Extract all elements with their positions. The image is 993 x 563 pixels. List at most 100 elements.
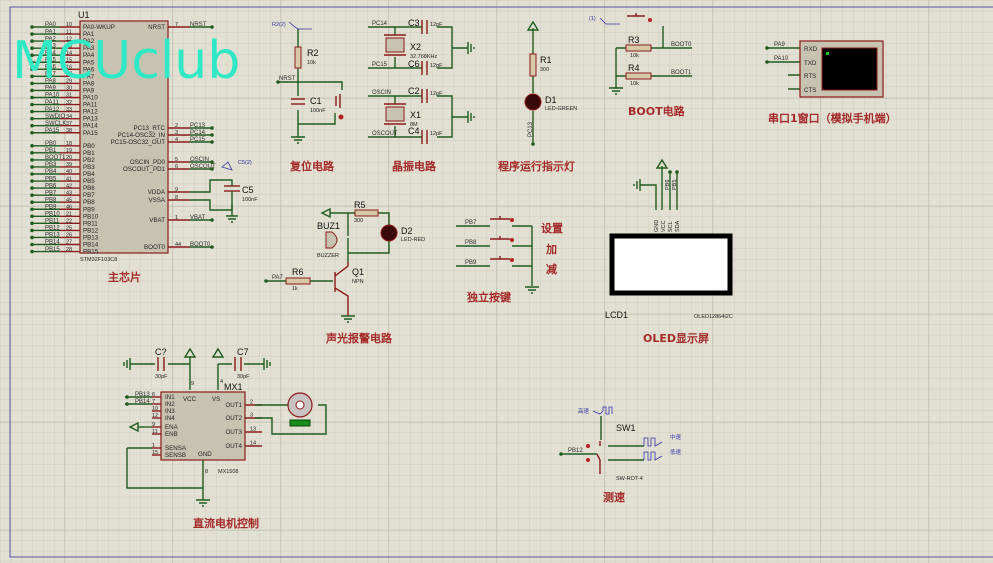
motor-pin-gnd: GND [198, 451, 212, 458]
junction [210, 218, 214, 222]
c2-ref: C2 [408, 86, 420, 96]
mcu-pin-number: 19 [66, 148, 72, 154]
c3-capacitor[interactable] [421, 20, 428, 34]
keys-circuit[interactable]: PB7 PB8 PB9 设置 加 减 独立按键 [456, 216, 563, 304]
d2-led[interactable] [380, 224, 398, 242]
power-icon [526, 20, 540, 31]
motor-pin-name: OUT4 [225, 443, 242, 450]
x2-crystal[interactable] [385, 37, 405, 53]
c4-capacitor[interactable] [421, 130, 428, 144]
key-label-plus: 加 [545, 242, 557, 256]
alarm-circuit[interactable]: R5 300 D2 LED-RED BUZ1 BUZZER PA7 R6 1k … [264, 200, 425, 345]
r5-ref: R5 [354, 200, 366, 210]
key-plus-button[interactable] [490, 236, 510, 240]
key-indicator [510, 238, 514, 242]
r3-resistor[interactable] [625, 44, 652, 52]
mcu-part: STM32F103C8 [80, 257, 117, 263]
motor-ref: MX1 [224, 382, 243, 392]
indicator-circuit[interactable]: R1 300 D1 LED-GREEN PC13 程序运行指示灯 [498, 20, 577, 173]
generator-icon [221, 161, 233, 171]
serial-terminal[interactable]: PA9 PA10 RXD TXD RTS CTS 串口1窗口（模拟手机端） [765, 40, 897, 125]
boot-button-indicator[interactable] [648, 18, 652, 22]
mcu-pin-number: 10 [66, 22, 72, 28]
crystal-circuit[interactable]: PC14 PC15 X2 32.768KHz C3 12pF C6 12pF O… [368, 18, 475, 173]
r6-resistor[interactable] [285, 277, 311, 285]
x2-net-bottom: PC15 [372, 62, 388, 68]
mcu-net-label: PC15 [190, 137, 206, 143]
key-set-button[interactable] [490, 216, 510, 220]
key-minus-button[interactable] [490, 256, 510, 260]
buzzer[interactable] [325, 231, 338, 249]
key-label-minus: 减 [546, 262, 557, 276]
mcu-pin-name: PB15 [83, 249, 99, 256]
r3-value: 10k [630, 53, 639, 59]
motor-output-wires [255, 404, 327, 435]
r2-resistor[interactable] [294, 46, 302, 69]
buzzer-ref: BUZ1 [317, 221, 340, 231]
motor-pin-number: 1 [152, 443, 155, 449]
x1-net-top: OSCIN [372, 90, 391, 96]
mcu-pin-name: PB2 [83, 157, 95, 164]
motor-pin-number: 2 [250, 400, 253, 406]
d1-led[interactable] [524, 93, 542, 111]
c6-capacitor[interactable] [421, 61, 428, 75]
mcu-right-pins: NRST7NRSTPC132PC13_RTCPC143PC14-OSC32_IN… [111, 22, 216, 251]
c5-value: 100nF [242, 197, 258, 203]
motor-pin-name: OUT2 [225, 415, 242, 422]
mcu-pin-number: 3 [175, 130, 178, 136]
speed-net: PB12 [568, 448, 583, 454]
mcu-body[interactable] [79, 20, 169, 254]
junction [210, 160, 214, 164]
reset-net-label: NRST [279, 76, 296, 82]
junction [30, 95, 34, 100]
motor-part: MX1508 [218, 469, 239, 475]
c-left-capacitor[interactable] [157, 357, 165, 371]
junction [668, 170, 672, 174]
mcu-pin-name: PC14-OSC32_IN [118, 132, 165, 139]
oled-title: OLED显示屏 [643, 332, 709, 345]
motor-supply-wires [130, 357, 264, 390]
r4-resistor[interactable] [625, 72, 652, 80]
serial-pin-rxd: RXD [804, 46, 818, 53]
junction [559, 452, 563, 456]
boot-circuit[interactable]: (1) R3 10k R4 10k BOOT0 BOOT1 BOOT电路 [589, 13, 692, 118]
junction [30, 221, 34, 226]
junction [125, 395, 129, 399]
r1-resistor[interactable] [529, 53, 537, 77]
junction [30, 123, 34, 128]
r5-resistor[interactable] [354, 209, 379, 217]
oled-display[interactable]: PB6 PB5 GND VCC SCL SDA LCD1 OLED12864I2… [605, 158, 733, 345]
x1-crystal[interactable] [385, 106, 405, 122]
motor-net-pb13: PB13 [135, 392, 150, 398]
motor-pin-number: 7 [152, 399, 155, 405]
generator-icon [288, 21, 312, 30]
serial-terminal-screen[interactable] [821, 47, 878, 91]
boot-button[interactable] [627, 13, 645, 17]
x2-net-top: PC14 [372, 21, 388, 27]
x1-ref: X1 [410, 110, 421, 120]
mcu-pin-number: 4 [175, 137, 178, 143]
reset-circuit[interactable]: R2(2) R2 10k NRST C1 100nF 复位电路 [272, 21, 344, 173]
indicator-net: PC13 [528, 121, 534, 137]
speed-title: 测速 [603, 490, 625, 504]
speed-circuit[interactable]: 高速 PB12 中速 低速 SW1 SW-ROT-4 测速 [559, 406, 682, 504]
motor-pin-number: 9 [152, 422, 155, 428]
mcu-pin-number: 32 [66, 100, 72, 106]
motor-pin-number: 12 [152, 413, 158, 419]
mcu-pin-number: 28 [66, 247, 72, 253]
mcu-ref: U1 [78, 10, 90, 20]
reset-button[interactable] [335, 94, 341, 108]
reset-button-indicator[interactable] [338, 114, 344, 120]
oled-screen[interactable] [609, 233, 733, 296]
q1-transistor[interactable] [334, 262, 349, 316]
mcu-pin-number: 8 [175, 195, 178, 201]
mcu-pin-name: PB9 [83, 206, 95, 213]
rotary-switch[interactable] [596, 441, 601, 474]
mcu-net-label: PB6 [45, 183, 57, 189]
c2-capacitor[interactable] [421, 89, 428, 103]
c3-ref: C3 [408, 18, 420, 28]
c7-capacitor[interactable] [234, 357, 242, 371]
